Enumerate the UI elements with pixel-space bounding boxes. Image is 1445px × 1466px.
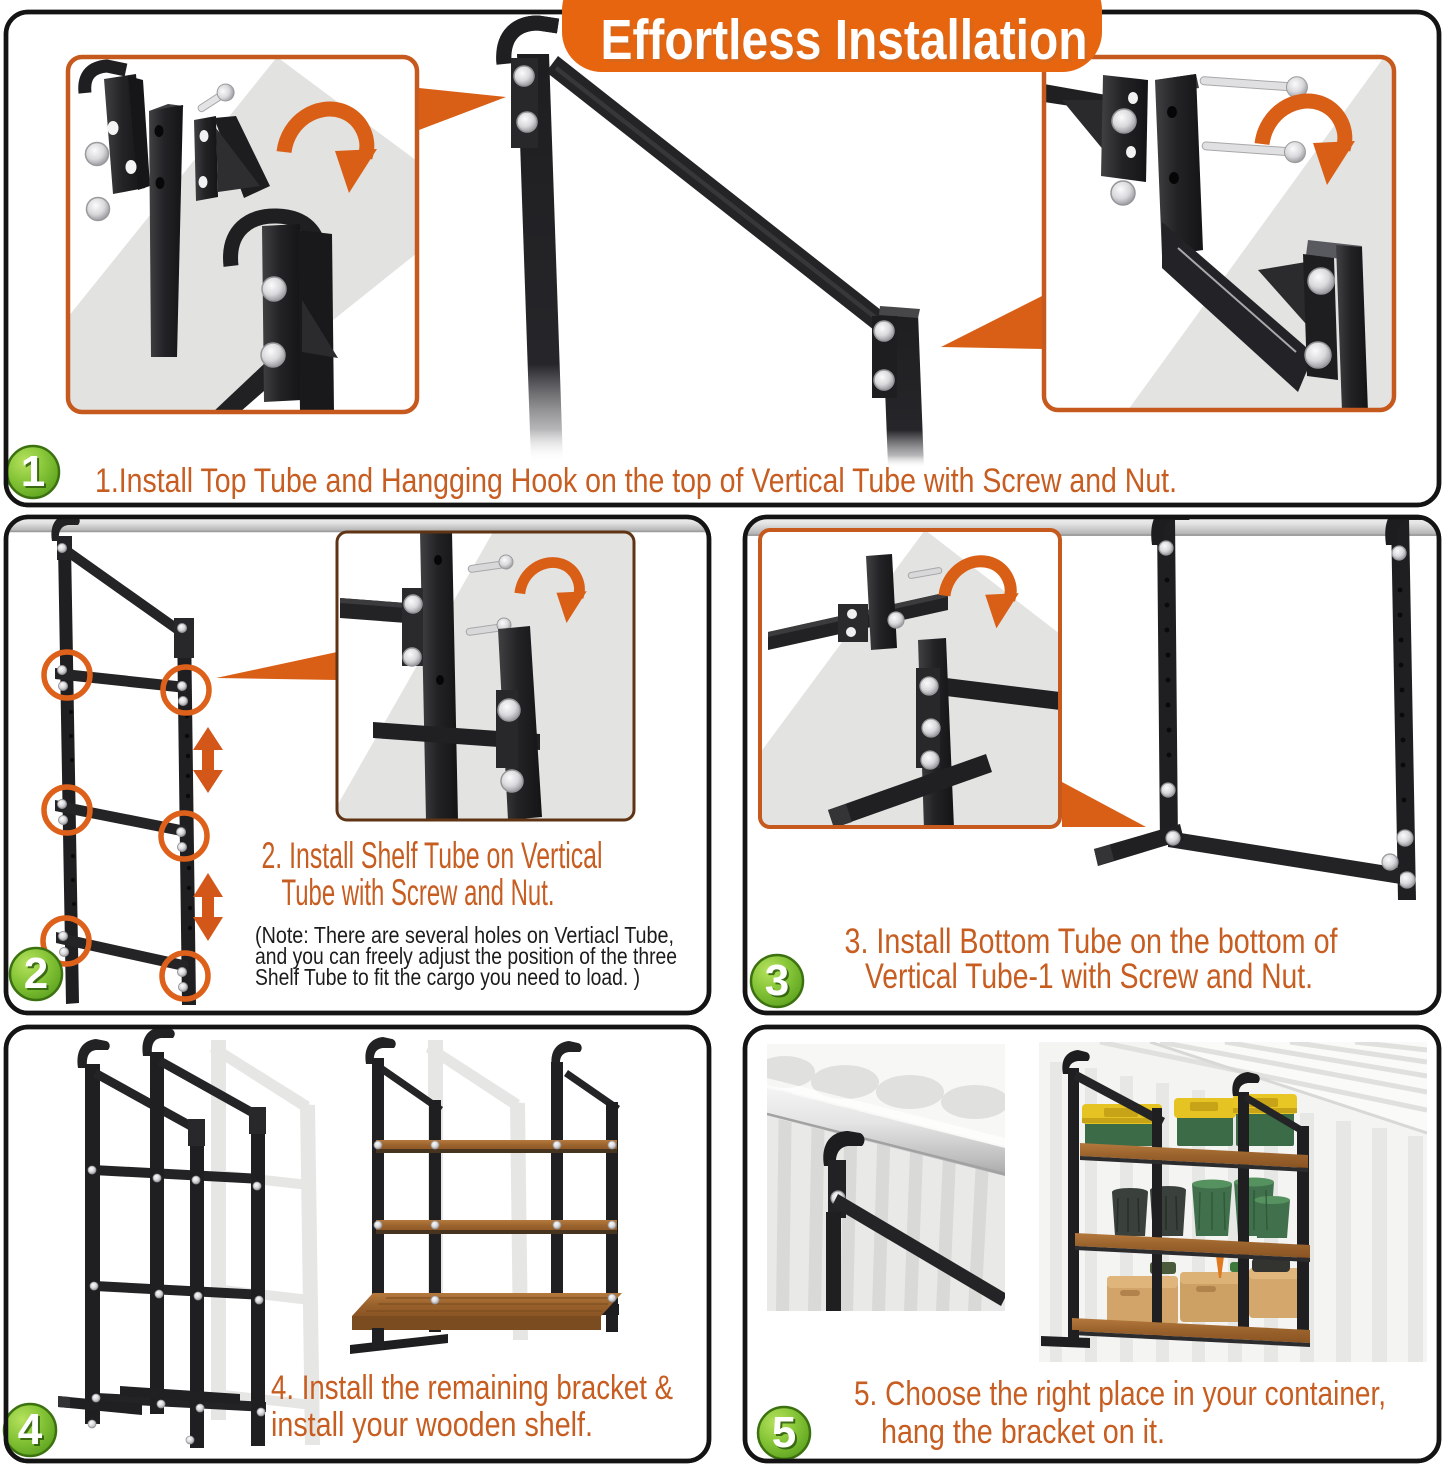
svg-text:1.Install Top Tube and Hanggin: 1.Install Top Tube and Hangging Hook on … xyxy=(95,462,1177,500)
svg-text:hang the bracket on it.: hang the bracket on it. xyxy=(881,1413,1165,1451)
svg-text:install your wooden shelf.: install your wooden shelf. xyxy=(271,1406,593,1444)
svg-text:2: 2 xyxy=(26,951,50,1000)
svg-text:Shelf Tube to fit the cargo yo: Shelf Tube to fit the cargo you need to … xyxy=(255,964,640,990)
svg-text:5: 5 xyxy=(774,1410,798,1459)
svg-text:(Note: There are several holes: (Note: There are several holes on Vertia… xyxy=(255,922,674,948)
svg-text:and you can freely adjust the: and you can freely adjust the position o… xyxy=(255,943,677,969)
svg-text:Tube with Screw and Nut.: Tube with Screw and Nut. xyxy=(282,872,555,913)
svg-text:5: 5 xyxy=(772,1408,796,1457)
svg-text:3. Install Bottom Tube on the: 3. Install Bottom Tube on the bottom of xyxy=(845,922,1338,961)
svg-text:1: 1 xyxy=(21,447,45,496)
svg-text:4: 4 xyxy=(18,1405,43,1454)
svg-text:Effortless Installation: Effortless Installation xyxy=(604,11,1091,75)
svg-text:2. Install Shelf Tube on Verti: 2. Install Shelf Tube on Vertical xyxy=(262,835,603,876)
svg-text:5. Choose the right place in y: 5. Choose the right place in your contai… xyxy=(854,1375,1386,1413)
svg-text:3: 3 xyxy=(767,958,791,1007)
svg-text:Vertical Tube-1 with Screw and: Vertical Tube-1 with Screw and Nut. xyxy=(865,957,1313,996)
svg-text:4: 4 xyxy=(20,1407,45,1456)
svg-text:2: 2 xyxy=(24,949,48,998)
svg-text:4. Install the remaining brack: 4. Install the remaining bracket & xyxy=(271,1369,673,1407)
svg-text:1: 1 xyxy=(23,449,47,498)
svg-text:3: 3 xyxy=(765,956,789,1005)
svg-text:Effortless Installation: Effortless Installation xyxy=(601,8,1088,72)
